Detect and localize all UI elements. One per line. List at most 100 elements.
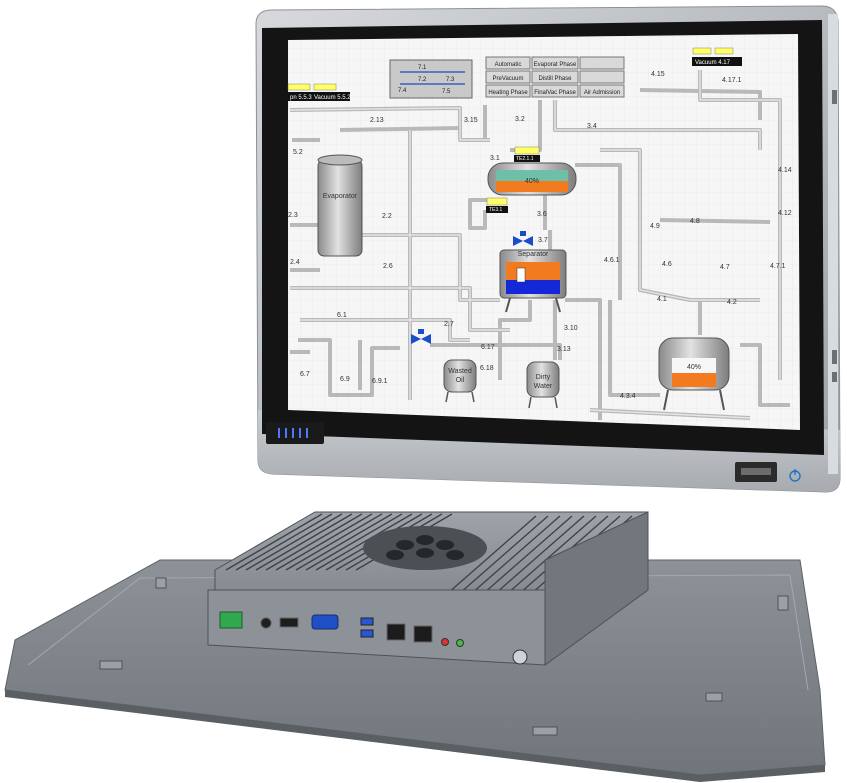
svg-text:4.8: 4.8 (690, 218, 700, 225)
svg-text:3.4: 3.4 (587, 123, 597, 130)
process-pipes (289, 70, 790, 420)
svg-text:Automatic: Automatic (495, 62, 522, 68)
panel-rear-view (4, 511, 826, 782)
svg-text:2.6: 2.6 (383, 263, 393, 270)
collector-level: 40% (687, 364, 701, 371)
mode-button[interactable] (579, 84, 625, 98)
mounting-clip (99, 660, 123, 670)
side-connector (832, 350, 837, 364)
collector-tank: 40% (658, 337, 730, 411)
svg-text:6.1: 6.1 (337, 312, 347, 319)
svg-text:6.18: 6.18 (480, 365, 494, 372)
vacuum-tag: Vacuum 4.17 (692, 47, 742, 66)
svg-text:4.7.1: 4.7.1 (770, 263, 786, 270)
mode-button-grid: Automatic Evaporat Phase PreVacuum Disti… (485, 56, 625, 98)
mounting-clip (155, 577, 167, 589)
mode-button[interactable] (579, 70, 625, 84)
svg-text:3.15: 3.15 (464, 117, 478, 124)
control-box: 7.1 7.2 7.3 7.4 7.5 (389, 59, 473, 99)
power-icon (789, 469, 801, 482)
mode-button[interactable] (579, 56, 625, 70)
svg-text:Air Admission: Air Admission (584, 90, 620, 96)
svg-text:Evaporat Phase: Evaporat Phase (534, 62, 577, 68)
audio-jack (441, 638, 449, 646)
lan-port (386, 623, 406, 641)
svg-text:3.1: 3.1 (490, 155, 500, 162)
evaporator-tank: Evaporator (317, 154, 363, 257)
svg-text:4.17.1: 4.17.1 (722, 77, 742, 84)
svg-text:Dirty: Dirty (536, 374, 551, 381)
svg-text:4.6: 4.6 (662, 261, 672, 268)
svg-text:2.7: 2.7 (444, 321, 454, 328)
valve-icon (411, 329, 431, 344)
vacuum-tag: pn 5.5.3 Vacuum 5.5.2 (287, 83, 351, 101)
svg-text:7.1: 7.1 (418, 65, 427, 71)
svg-text:FinalVac Phase: FinalVac Phase (534, 90, 576, 96)
side-connector (832, 90, 837, 104)
mounting-clip (777, 595, 789, 611)
svg-text:Vacuum 5.5.2: Vacuum 5.5.2 (314, 95, 351, 101)
svg-text:Wasted: Wasted (448, 368, 472, 375)
mounting-clip (705, 692, 723, 702)
condenser-level: 40% (525, 178, 539, 185)
side-connector (832, 372, 837, 382)
svg-text:4.15: 4.15 (651, 71, 665, 78)
svg-text:4.1: 4.1 (657, 296, 667, 303)
wasted-oil-tank: Wasted Oil (443, 359, 477, 403)
separator-label: Separator (518, 251, 549, 258)
mode-button[interactable] (485, 84, 531, 98)
svg-text:3.2: 3.2 (515, 116, 525, 123)
hdmi-port (279, 617, 299, 628)
mode-button[interactable] (531, 70, 579, 84)
svg-text:4.6.1: 4.6.1 (604, 257, 620, 264)
svg-text:5.2: 5.2 (293, 149, 303, 156)
pipe-labels: 4.15 4.17.1 2.13 3.15 3.2 3.4 5.2 3.1 3.… (288, 71, 792, 400)
svg-text:4.7: 4.7 (720, 264, 730, 271)
status-led-strip (266, 422, 324, 444)
dirty-water-tank: Dirty Water (526, 361, 560, 409)
mode-button[interactable] (531, 84, 579, 98)
svg-text:Distill Phase: Distill Phase (538, 76, 572, 82)
svg-text:Water: Water (534, 383, 553, 390)
mode-button[interactable] (531, 56, 579, 70)
panel-pc-front: Evaporator 40% Separator Wasted Oil (255, 5, 841, 493)
svg-text:TE3.1: TE3.1 (489, 207, 503, 213)
svg-text:4.14: 4.14 (778, 167, 792, 174)
svg-text:Vacuum 4.17: Vacuum 4.17 (695, 60, 731, 66)
svg-text:3.13: 3.13 (557, 346, 571, 353)
usb-port (360, 617, 374, 626)
usb-port (360, 629, 374, 638)
svg-text:pn 5.5.3: pn 5.5.3 (290, 95, 312, 101)
svg-text:3.10: 3.10 (564, 325, 578, 332)
fan-vent-icon (363, 526, 487, 570)
svg-text:2.2: 2.2 (382, 213, 392, 220)
evaporator-label: Evaporator (323, 193, 358, 200)
svg-text:Oil: Oil (456, 377, 465, 384)
svg-text:PreVacuum: PreVacuum (493, 76, 524, 82)
svg-text:7.3: 7.3 (446, 77, 455, 83)
audio-jack (456, 639, 464, 647)
svg-text:4.2: 4.2 (727, 299, 737, 306)
svg-text:3.6: 3.6 (537, 211, 547, 218)
dc-power-terminal (219, 611, 243, 629)
svg-text:6.9: 6.9 (340, 376, 350, 383)
mode-button[interactable] (485, 56, 531, 70)
svg-text:6.17: 6.17 (481, 344, 495, 351)
lan-port (413, 625, 433, 643)
svg-text:6.9.1: 6.9.1 (372, 378, 388, 385)
separator-tank: Separator (499, 249, 567, 313)
svg-text:Heating Phase: Heating Phase (488, 90, 528, 96)
svg-text:6.7: 6.7 (300, 371, 310, 378)
svg-text:2.3: 2.3 (288, 212, 298, 219)
dc-jack (260, 617, 272, 629)
svg-text:7.2: 7.2 (418, 77, 427, 83)
svg-text:3.7: 3.7 (538, 237, 548, 244)
vga-port (311, 614, 339, 630)
mode-button[interactable] (485, 70, 531, 84)
svg-text:2.4: 2.4 (290, 259, 300, 266)
svg-text:4.9: 4.9 (650, 223, 660, 230)
power-button (512, 649, 528, 665)
svg-text:TE2.1.1: TE2.1.1 (516, 156, 534, 162)
svg-text:7.4: 7.4 (398, 88, 407, 94)
